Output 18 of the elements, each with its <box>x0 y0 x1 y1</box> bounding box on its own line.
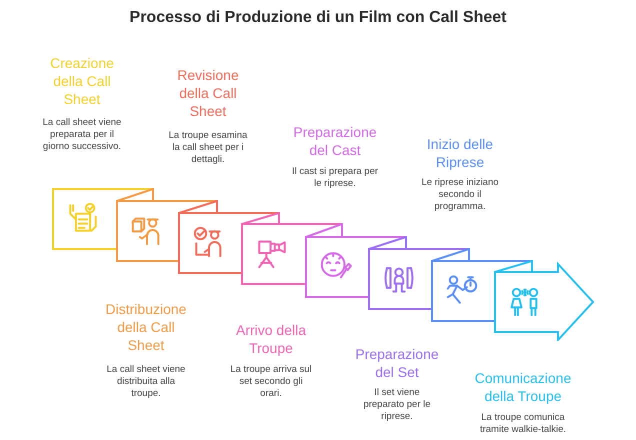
step-description: La troupe esamina la call sheet per i dettagli. <box>168 130 248 166</box>
step-title: Preparazione del Cast <box>292 123 378 159</box>
step-description: Il set viene preparato per le riprese. <box>362 387 432 423</box>
step-title: Creazione della Call Sheet <box>49 54 115 108</box>
step-title: Comunicazione della Troupe <box>474 369 572 405</box>
diagram-title: Processo di Produzione di un Film con Call Sheet <box>128 8 508 28</box>
step-title: Preparazione del Set <box>354 345 440 381</box>
step-title: Revisione della Call Sheet <box>176 66 240 120</box>
step-title: Distribuzione della Call Sheet <box>104 300 188 354</box>
step-description: La call sheet viene distribuita alla troupe. <box>106 364 186 400</box>
step-title: Inizio delle Riprese <box>426 135 494 171</box>
step-description: La troupe comunica tramite walkie-talkie. <box>478 412 568 436</box>
step-title: Arrivo della Troupe <box>234 321 308 357</box>
step-description: La troupe arriva sul set secondo gli orari. <box>229 364 313 400</box>
step-description: Il cast si prepara per le riprese. <box>290 166 380 190</box>
step-description: Le riprese iniziano secondo il programma. <box>420 177 500 213</box>
step-description: La call sheet viene preparata per il giorno successivo. <box>42 117 122 153</box>
arrow-shaped-card <box>494 260 594 341</box>
